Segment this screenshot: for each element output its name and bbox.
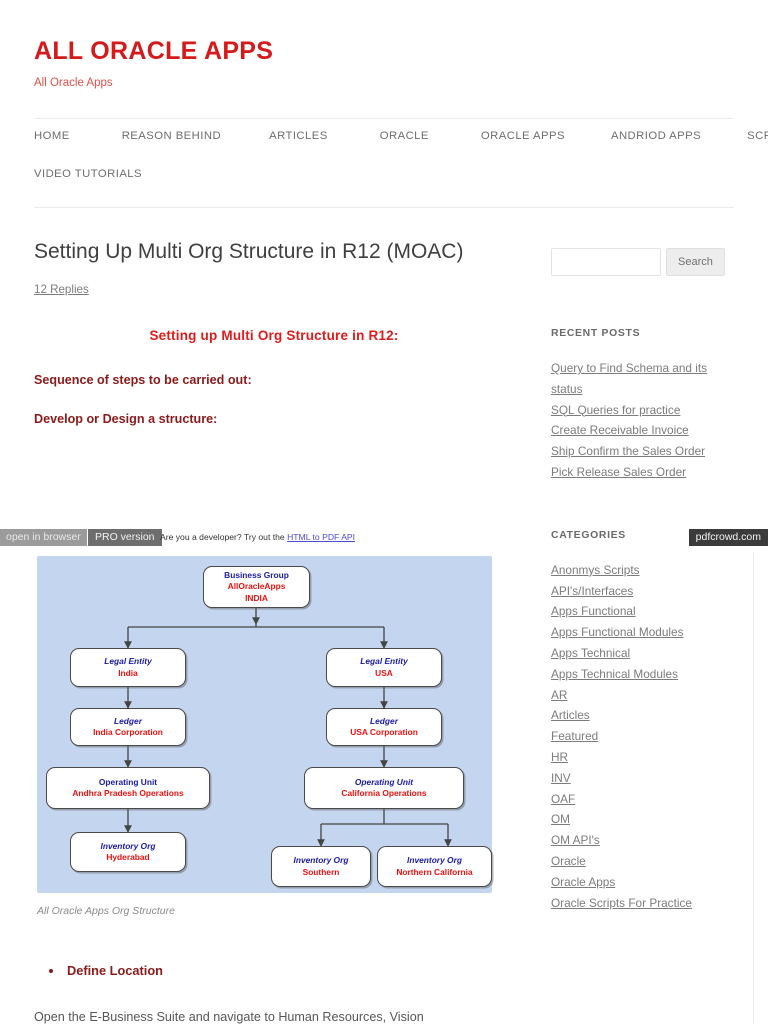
diagram-node-type: Operating Unit [354,776,414,787]
category-apps-functional-modules[interactable]: Apps Functional Modules [551,625,684,640]
category-oracle[interactable]: Oracle [551,853,586,868]
figure-caption: All Oracle Apps Org Structure [37,905,175,917]
category-apps-functional[interactable]: Apps Functional [551,604,636,619]
category-articles[interactable]: Articles [551,708,590,723]
nav-item-scripts[interactable]: SCRIPTS [747,130,768,142]
category-hr[interactable]: HR [551,749,569,764]
nav-item-oracle[interactable]: ORACLE [379,130,429,142]
diagram-node-name: India Corporation [93,727,163,737]
article-heading-center: Setting up Multi Org Structure in R12: [149,328,399,344]
category-om[interactable]: OM [551,812,571,827]
sidebar-divider [753,552,754,1024]
list-item: Define Location [34,963,514,978]
diagram-node-name: USA Corporation [350,727,418,737]
developer-prompt-text: Are you a developer? Try out the [160,532,285,542]
nav-item-andriod-apps[interactable]: ANDRIOD APPS [610,130,702,142]
header-divider [34,118,734,119]
search-button[interactable]: Search [666,248,725,276]
diagram-node-name: California Operations [341,788,427,798]
category-featured[interactable]: Featured [551,729,599,744]
diagram-node-name: AllOracleApps [227,581,286,592]
diagram-node-type: Ledger [114,715,142,726]
diagram-node-name: Andhra Pradesh Operations [72,788,184,798]
article-heading-develop: Develop or Design a structure: [34,412,218,427]
pdfcrowd-banner: open in browser PRO version Are you a de… [0,529,768,546]
diagram-node-name: India [118,667,138,678]
nav-item-articles[interactable]: ARTICLES [269,130,328,142]
category-api-s-interfaces[interactable]: API's/Interfaces [551,583,634,598]
pro-version-button[interactable]: PRO version [88,529,162,546]
nav-item-video-tutorials[interactable]: VIDEO TUTORIALS [34,168,143,180]
diagram-node-type: Inventory Org [293,855,349,866]
categories-title: CATEGORIES [551,529,626,541]
nav-item-reason-behind[interactable]: REASON BEHIND [121,130,222,142]
diagram-connectors [124,608,452,848]
diagram-node-name2: INDIA [245,592,268,603]
category-ar[interactable]: AR [551,687,568,702]
open-in-browser-button[interactable]: open in browser [0,529,87,546]
site-header: ALL ORACLE APPS All Oracle Apps [34,37,274,89]
diagram-node-type: Inventory Org [100,840,156,851]
replies-link[interactable]: 12 Replies [34,283,89,297]
category-om-api-s[interactable]: OM API's [551,833,600,848]
nav-divider [34,207,734,208]
diagram-node-type: Inventory Org [407,855,462,866]
diagram-node-type: Operating Unit [98,776,158,787]
steps-list: Define Location [34,963,514,978]
diagram-node-name: Hyderabad [106,852,150,862]
recent-post-ship-confirm-the-sales-order[interactable]: Ship Confirm the Sales Order [551,444,706,459]
category-apps-technical[interactable]: Apps Technical [551,645,631,660]
developer-prompt: Are you a developer? Try out the HTML to… [160,529,355,546]
pdfcrowd-domain-label: pdfcrowd.com [688,529,768,546]
category-oracle-scripts-for-practice[interactable]: Oracle Scripts For Practice [551,895,692,910]
article-content: Setting Up Multi Org Structure in R12 (M… [34,238,514,426]
diagram-node-name: Southern [302,866,340,877]
nav-item-home[interactable]: HOME [34,130,70,142]
diagram-node-type: Legal Entity [104,656,152,667]
category-oaf[interactable]: OAF [551,791,576,806]
sidebar: Search RECENT POSTS Query to Find Schema… [551,248,736,913]
category-oracle-apps[interactable]: Oracle Apps [551,874,616,889]
page-title: Setting Up Multi Org Structure in R12 (M… [34,240,464,263]
site-title[interactable]: ALL ORACLE APPS [34,37,274,65]
article-paragraph: Open the E-Business Suite and navigate t… [34,1010,424,1024]
diagram-node-name: Northern California [396,866,473,877]
recent-post-sql-queries-for-practice[interactable]: SQL Queries for practice [551,402,681,417]
diagram-node-name: USA [375,667,393,678]
recent-post-create-receivable-invoice[interactable]: Create Receivable Invoice [551,423,689,438]
diagram-node-type: Ledger [370,715,398,726]
search-widget: Search [551,248,736,276]
category-anonmys-scripts[interactable]: Anonmys Scripts [551,562,640,577]
category-inv[interactable]: INV [551,770,571,785]
search-input[interactable] [551,248,661,276]
diagram-node-type: Legal Entity [360,656,408,667]
primary-navigation: HOME REASON BEHIND ARTICLES ORACLE ORACLE AP… [34,130,768,180]
recent-posts-title: RECENT POSTS [551,328,641,339]
category-apps-technical-modules[interactable]: Apps Technical Modules [551,666,679,681]
recent-post-query-to-find-schema-and-its-status[interactable]: Query to Find Schema and its status [551,361,708,396]
html-to-pdf-api-link[interactable]: HTML to PDF API [287,532,356,542]
site-description: All Oracle Apps [34,76,113,89]
article-heading-sequence: Sequence of steps to be carried out: [34,373,252,388]
diagram-node-type: Business Group [224,569,289,580]
nav-item-oracle-apps[interactable]: ORACLE APPS [480,130,565,142]
recent-post-pick-release-sales-order[interactable]: Pick Release Sales Order [551,464,687,479]
